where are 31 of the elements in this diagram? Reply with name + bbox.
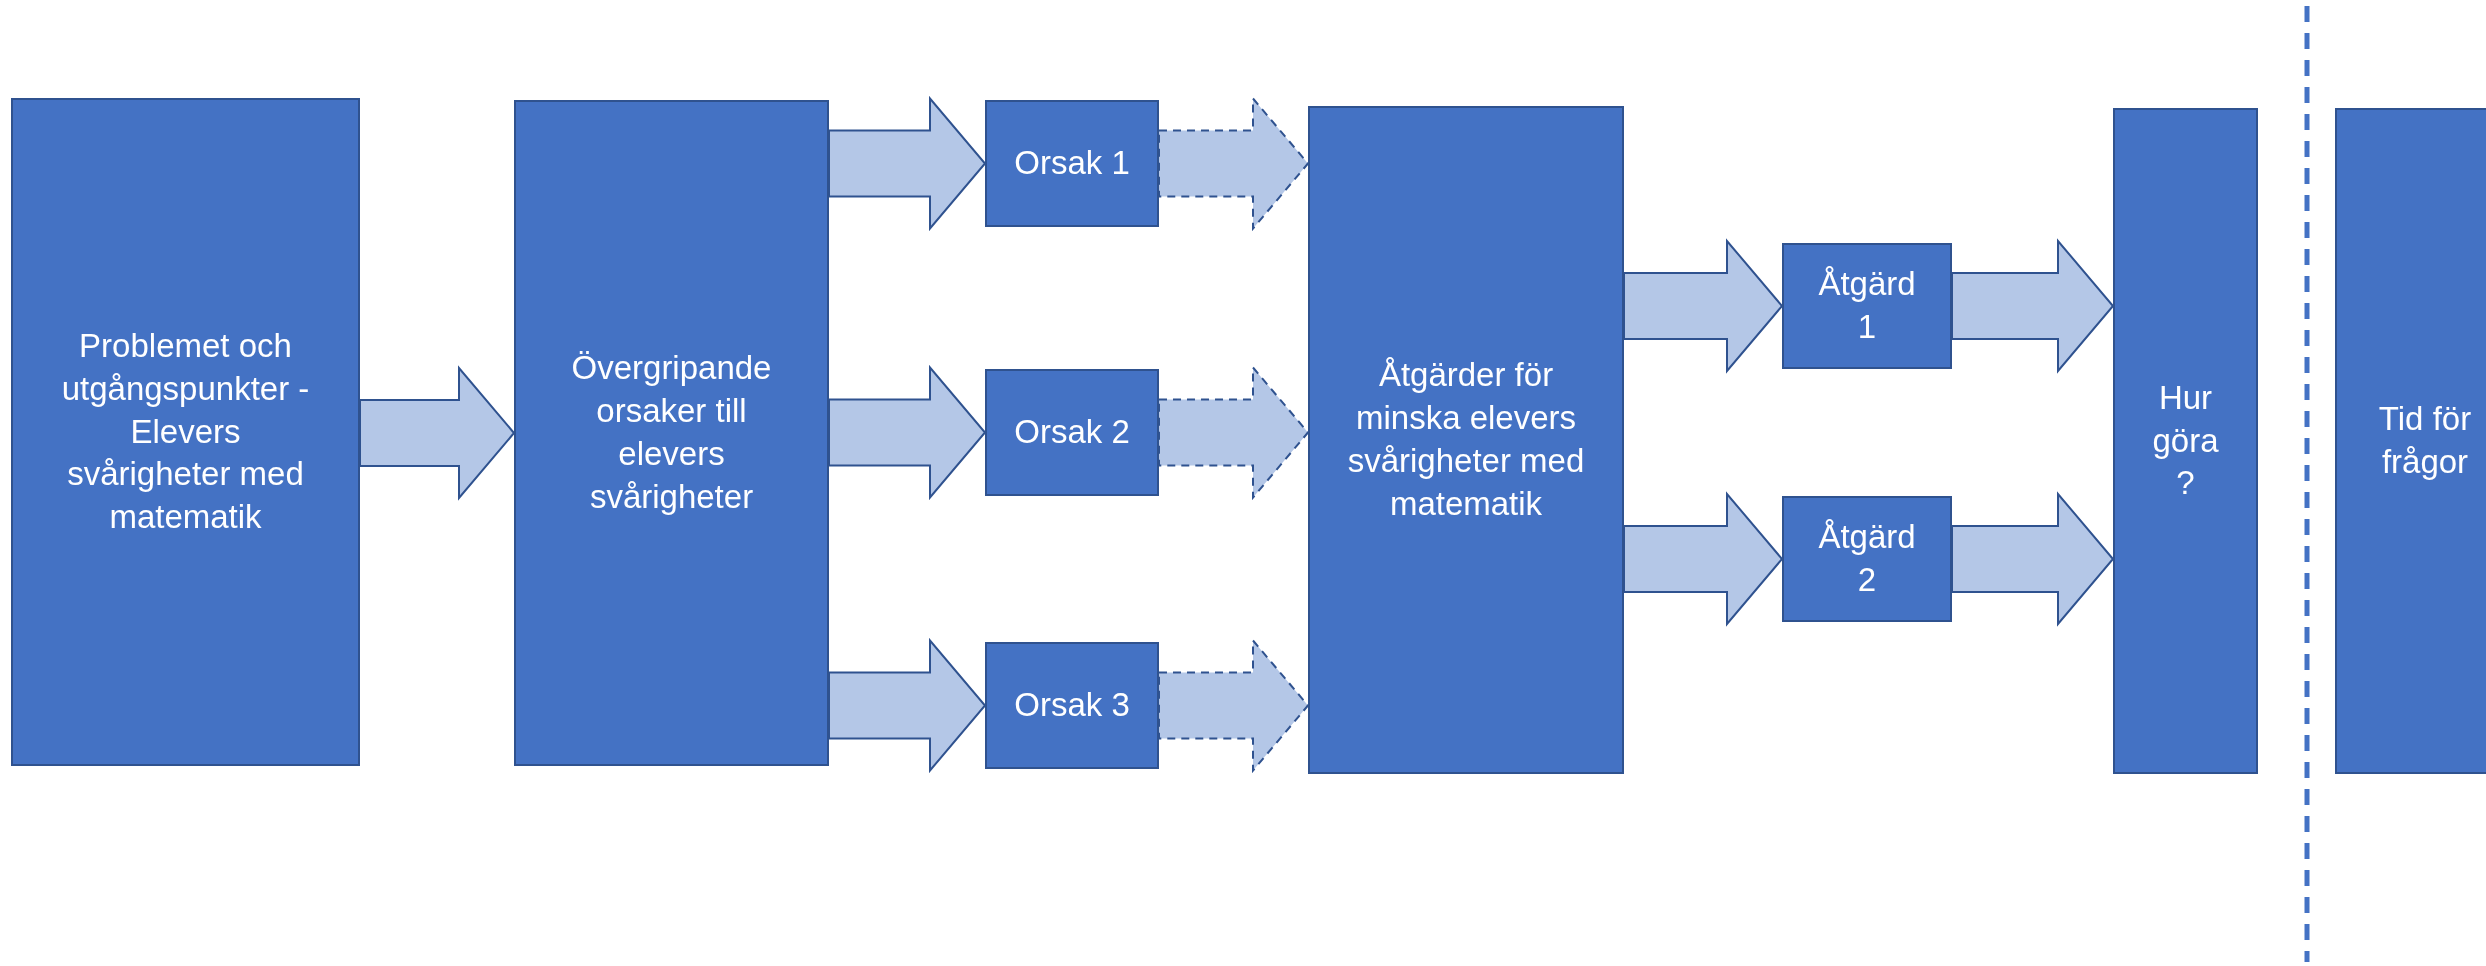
box-label: Hur göra ? <box>2151 377 2220 504</box>
block-arrow <box>1158 364 1310 501</box>
block-arrow <box>828 637 987 774</box>
block-arrow <box>1623 238 1784 374</box>
process-box <box>2113 108 2258 774</box>
box-label: Orsak 2 <box>1013 412 1131 453</box>
process-box <box>1308 106 1624 774</box>
process-box <box>514 100 829 766</box>
block-arrow <box>1951 238 2115 374</box>
process-box <box>1782 243 1952 369</box>
box-label: Problemet och utgångspunkter - Elevers svårigheter med matematik <box>60 325 311 538</box>
process-box <box>11 98 360 766</box>
box-label: Åtgärd 1 <box>1817 264 1917 347</box>
block-arrow <box>1158 637 1310 774</box>
block-arrow <box>1951 491 2115 627</box>
process-box <box>1782 496 1952 622</box>
block-arrow <box>359 365 516 501</box>
box-label: Åtgärder för minska elevers svårigheter med matematik <box>1346 355 1586 524</box>
block-arrow <box>828 364 987 501</box>
process-box <box>985 642 1159 769</box>
box-label: Åtgärd 2 <box>1817 517 1917 600</box>
block-arrow <box>1623 491 1784 627</box>
process-box <box>985 369 1159 496</box>
block-arrow <box>828 95 987 232</box>
box-label: Orsak 1 <box>1013 143 1131 184</box>
box-label: Orsak 3 <box>1013 685 1131 726</box>
process-box <box>985 100 1159 227</box>
box-label: Övergripande orsaker till elevers svårigheter <box>570 348 773 517</box>
block-arrow <box>1158 95 1310 232</box>
process-box <box>2335 108 2486 774</box>
box-label: Tid för frågor <box>2377 399 2473 482</box>
